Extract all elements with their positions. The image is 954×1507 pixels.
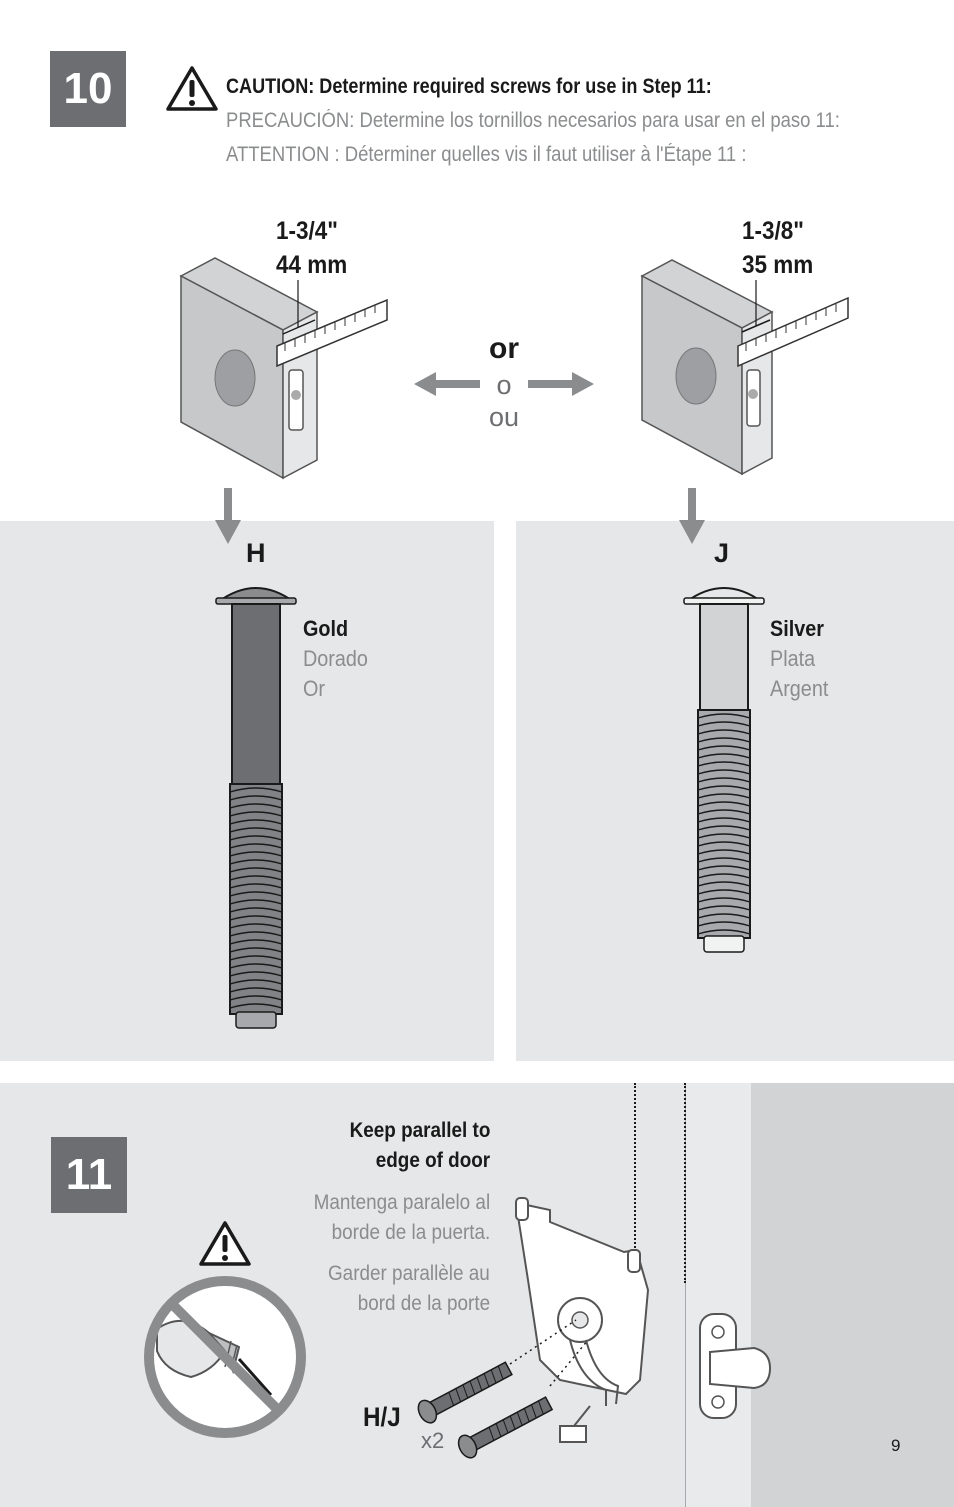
warning-triangle-icon — [199, 1221, 251, 1266]
left-door-thickness-mm: 44 mm — [276, 251, 348, 279]
keep-parallel-note-es-2: borde de la puerta. — [331, 1221, 490, 1244]
screw-h-finish-es: Dorado — [303, 646, 368, 671]
caution-french: ATTENTION : Déterminer quelles vis il fa… — [226, 143, 747, 166]
screw-j-illustration — [682, 587, 766, 953]
keep-parallel-note-fr-2: bord de la porte — [357, 1292, 490, 1315]
caution-spanish: PRECAUCIÓN: Determine los tornillos nece… — [226, 109, 840, 132]
screw-h-finish-fr: Or — [303, 676, 326, 701]
screw-h-illustration — [214, 587, 298, 1029]
arrow-down-icon — [215, 488, 241, 544]
or-english: or — [489, 332, 519, 365]
screw-h-finish-en: Gold — [303, 616, 349, 641]
warning-triangle-icon — [166, 66, 218, 111]
door-face — [751, 1083, 954, 1507]
mounting-plate-illustration — [417, 1197, 650, 1459]
step-11-badge: 11 — [51, 1137, 127, 1213]
or-french: ou — [488, 402, 520, 432]
right-door-illustration — [640, 259, 849, 476]
screw-j-finish-fr: Argent — [770, 676, 829, 701]
left-door-thickness-inch: 1-3/4" — [276, 217, 338, 245]
keep-parallel-note-es-1: Mantenga paralelo al — [313, 1191, 490, 1214]
step-10-badge: 10 — [50, 51, 126, 127]
screw-j-finish-en: Silver — [770, 616, 824, 641]
arrow-right-icon — [528, 372, 594, 396]
door-edge — [685, 1083, 752, 1507]
door-latch-illustration — [699, 1313, 772, 1419]
left-door-illustration — [179, 257, 388, 480]
keep-parallel-note-1: Keep parallel to — [349, 1119, 490, 1142]
right-door-thickness-mm: 35 mm — [742, 251, 814, 279]
screw-j-finish-es: Plata — [770, 646, 816, 671]
or-spanish: o — [496, 370, 512, 400]
keep-parallel-note-fr-1: Garder parallèle au — [328, 1262, 490, 1285]
no-power-drill-icon — [144, 1276, 306, 1438]
screw-h-letter: H — [246, 538, 266, 568]
caution-heading: CAUTION: Determine required screws for u… — [226, 75, 712, 98]
screw-j-letter: J — [714, 538, 730, 568]
arrow-left-icon — [414, 372, 480, 396]
arrow-down-icon — [679, 488, 705, 544]
alignment-guide-line — [634, 1083, 636, 1283]
screw-quantity: x2 — [421, 1428, 445, 1453]
door-edge-guide-line — [684, 1083, 686, 1283]
screw-j-finish: Silver Plata Argent — [770, 614, 828, 704]
screw-hj-label: H/J — [363, 1402, 401, 1432]
page-number: 9 — [891, 1436, 901, 1455]
screw-h-finish: Gold Dorado Or — [303, 614, 368, 704]
right-door-thickness-inch: 1-3/8" — [742, 217, 804, 245]
keep-parallel-note-2: edge of door — [375, 1149, 490, 1172]
